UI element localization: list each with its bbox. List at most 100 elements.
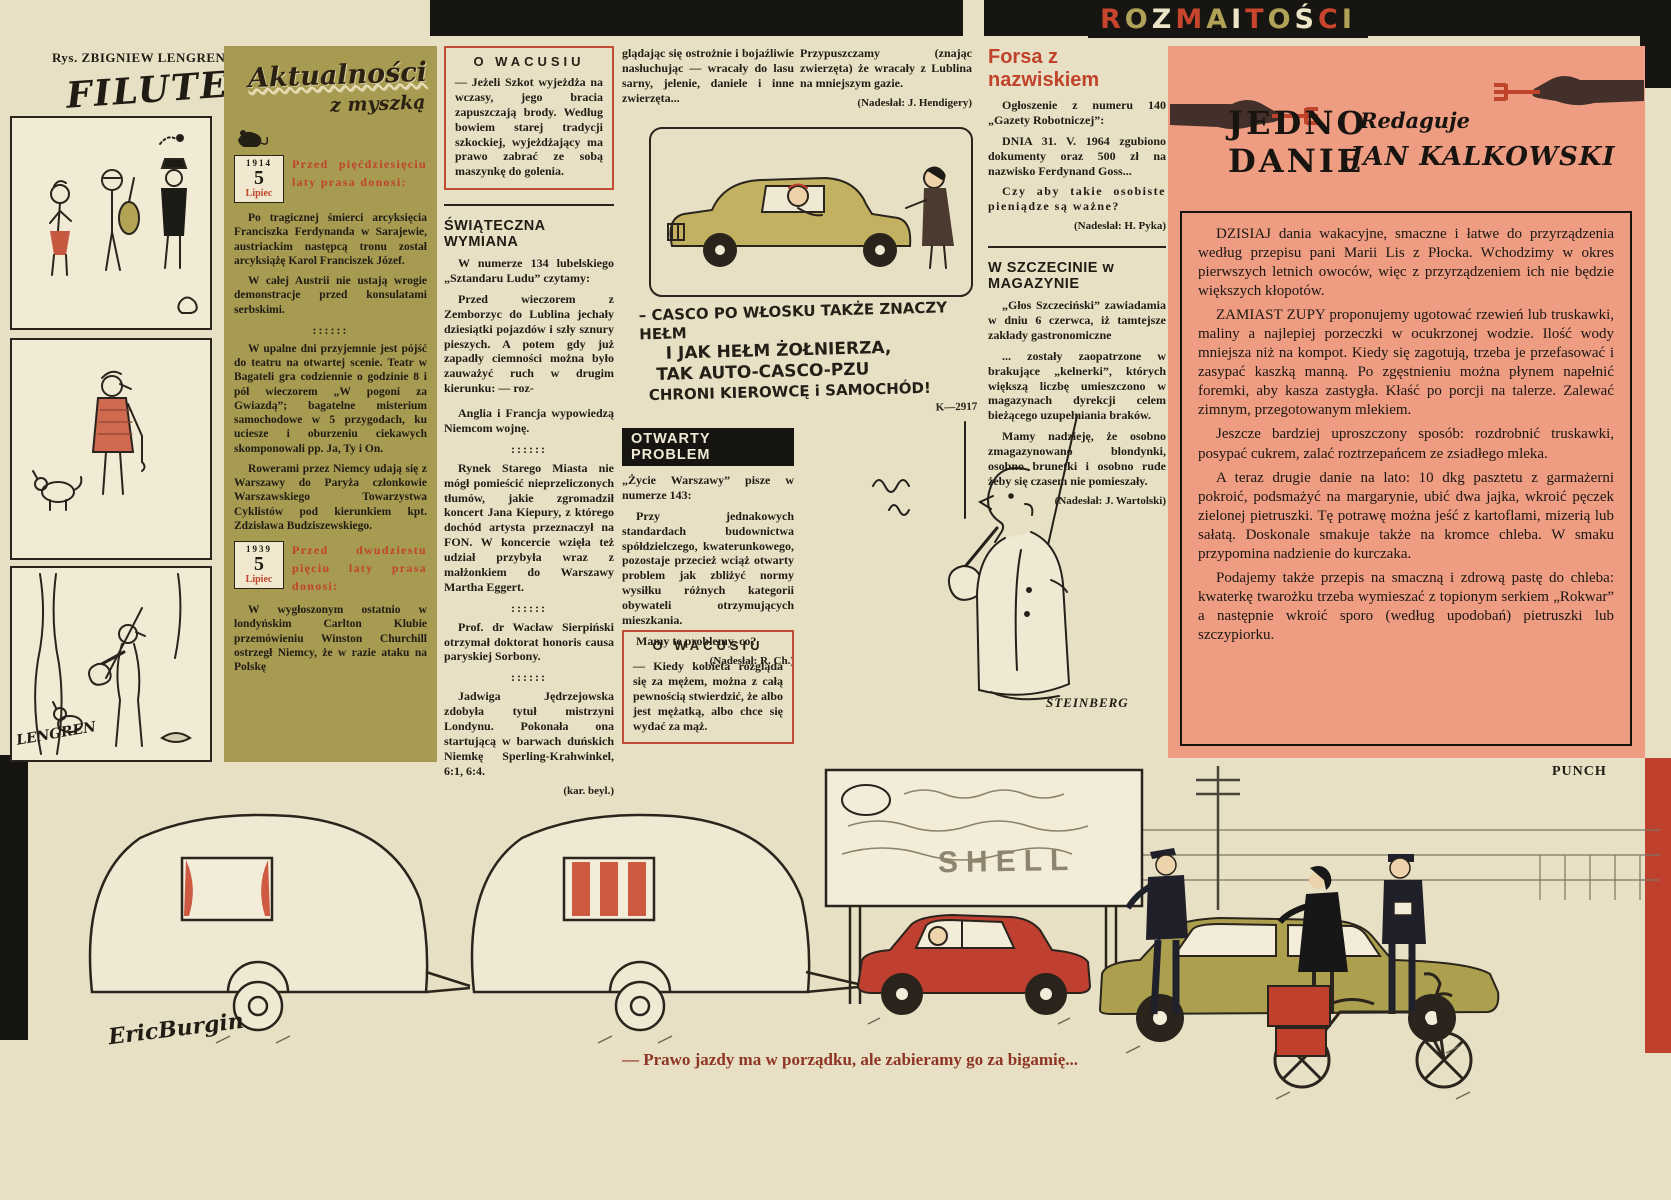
- cont-1939-paragraph: Prof. dr Wacław Sierpiński otrzymał dokt…: [444, 619, 614, 664]
- otwarty-intro: „Życie Warszawy” pisze w numerze 143:: [622, 473, 794, 502]
- column-3: O WACUSIU — Jeżeli Szkot wyjeżdża na wcz…: [444, 46, 614, 805]
- corner-block: [1640, 0, 1671, 88]
- aktualnosci-title: Aktualności: [247, 56, 428, 95]
- casco-lead-text: glądając się ostrożnie i bojaźliwie nasł…: [622, 46, 794, 105]
- aktualnosci-column: Aktualności z myszką 1914 5 Lipiec Przed…: [224, 46, 437, 762]
- jedno-danie-text-box: DZISIAJ dania wakacyjne, smaczne i łatwe…: [1180, 211, 1632, 746]
- o-wacusiu-text: — Jeżeli Szkot wyjeżdża na wczasy, jego …: [455, 75, 603, 179]
- billboard: [824, 768, 1144, 1004]
- telephone-pole: [1196, 766, 1240, 910]
- szczecin-paragraph: Mamy nadzieję, że osobno zmagazynowano b…: [988, 429, 1166, 488]
- calendar-month: Lipiec: [245, 574, 273, 585]
- aktualnosci-paragraph: Rowerami przez Niemcy udają się z Warsza…: [234, 462, 427, 532]
- punch-label: PUNCH: [1552, 764, 1607, 779]
- column-5: Przypuszczamy (znając zwierzęta) że wrac…: [800, 46, 972, 117]
- punch-cartoon: [88, 766, 1660, 1100]
- swiateczna-intro: W numerze 134 lubelskiego „Sztandaru Lud…: [444, 256, 614, 285]
- swiateczna-body: Przed wieczorem z Zemborzyc do Lublina j…: [444, 291, 614, 396]
- jedno-paragraph: A teraz drugie danie na lato: 10 dkg pas…: [1198, 469, 1614, 562]
- ground-strokes: [215, 1017, 1471, 1100]
- punch-caption: — Prawo jazdy ma w porządku, ale zabiera…: [621, 1050, 1079, 1069]
- steinberg-cartoon: [815, 400, 1165, 755]
- comic-panel-1: [10, 116, 212, 330]
- forsa-column: Forsa z nazwiskiem Ogłoszenie z numeru 1…: [988, 46, 1166, 515]
- billboard-text: SHELL: [937, 843, 1077, 880]
- jedno-danie-panel: JEDNO Redaguje DANIE JAN KALKOWSKI DZISI…: [1168, 46, 1645, 758]
- forsa-title: Forsa z nazwiskiem: [988, 46, 1100, 91]
- o-wacusiu-text: — Kiedy kobieta rozgląda się za mężem, m…: [633, 659, 783, 733]
- aktualnosci-paragraph: W wygłoszonym ostatnio w londyńskim Carl…: [234, 604, 427, 673]
- calendar-day: 5: [254, 167, 264, 189]
- forsa-paragraph: DNIA 31. V. 1964 zgubiono dokumenty oraz…: [988, 133, 1166, 178]
- comic-panel-1-drawing: [49, 134, 198, 314]
- calendar-1914-lead: Przed pięćdziesięciu laty prasa donosi:: [292, 157, 427, 189]
- otwarty-question: Mamy te problemy, co?: [636, 633, 757, 648]
- red-car: [856, 913, 1092, 1015]
- dots-separator: ::::::: [511, 441, 547, 456]
- jedno-paragraph: ZAMIAST ZUPY proponujemy ugotować rzewie…: [1198, 307, 1614, 419]
- hand-fork-icon-right: [1494, 76, 1644, 106]
- calendar-year: 1914: [246, 158, 272, 168]
- otwarty-credit: (Nadesłał: R. Ch.): [709, 654, 794, 667]
- comic-panel-2-drawing: [32, 370, 146, 511]
- policeman-1: [1125, 848, 1188, 1015]
- caravan-1: [88, 813, 471, 1032]
- casco-cartoon-drawing: [649, 127, 973, 297]
- artist-credit: Rys. ZBIGNIEW LENGREN: [52, 50, 226, 65]
- column-signature: (kar. beyl.): [563, 784, 614, 797]
- swiateczna-section: ŚWIĄTECZNA WYMIANA W numerze 134 lubelsk…: [444, 204, 614, 396]
- calendar-1939-lead: Przed dwudziestu pięciu laty prasa donos…: [292, 543, 427, 593]
- caravan-2: [470, 813, 859, 1032]
- swiateczna-title: ŚWIĄTECZNA WYMIANA: [444, 218, 546, 251]
- motorcycle: [1267, 972, 1473, 1089]
- calendar-year: 1939: [246, 544, 272, 554]
- jedno-title: JEDNO: [1228, 104, 1368, 142]
- dots-separator: ::::::: [511, 670, 547, 685]
- jedno-paragraph: DZISIAJ dania wakacyjne, smaczne i łatwe…: [1198, 226, 1614, 300]
- left-margin-block: [0, 755, 28, 1040]
- editor-name: JAN KALKOWSKI: [1350, 142, 1616, 172]
- comic-panel-2: [10, 338, 212, 560]
- otwarty-problem-title: OTWARTY PROBLEM: [622, 428, 794, 466]
- calendar-day: 5: [254, 553, 264, 575]
- comic-panel-3: [10, 566, 212, 762]
- calendar-month: Lipiec: [245, 188, 273, 199]
- aktualnosci-paragraph: W całej Austrii nie ustają wrogie demons…: [234, 275, 427, 316]
- jedno-paragraph: Podajemy także przepis na smaczną i zdro…: [1198, 569, 1614, 643]
- szczecin-paragraph: ... zostały zaopatrzone w brakujące „kel…: [988, 348, 1166, 423]
- aktualnosci-paragraph: Po tragicznej śmierci arcyksięcia Franci…: [234, 212, 427, 267]
- steinberg-drawing: [872, 415, 1078, 701]
- o-wacusiu-title: O WACUSIU: [652, 638, 764, 653]
- jedno-paragraph: Jeszcze bardziej uproszczony sposób: roz…: [1198, 426, 1614, 462]
- o-wacusiu-box-2: O WACUSIU — Kiedy kobieta rozgląda się z…: [622, 630, 794, 745]
- forsa-paragraph: Ogłoszenie z numeru 140 „Gazety Robotnic…: [988, 98, 1166, 127]
- calendar-1939-card: 1939 5 Lipiec: [234, 541, 284, 589]
- hand-fork-icon-left: [1170, 100, 1318, 130]
- cont-1939-paragraph: Rynek Starego Miasta nie mógł pomieścić …: [444, 460, 614, 594]
- redaguje-label: Redaguje: [1360, 108, 1471, 133]
- policeman-2: [1382, 854, 1426, 1014]
- szczecin-credit: (Nadesłał: J. Wartolski): [1054, 494, 1166, 507]
- danie-title: DANIE: [1228, 142, 1365, 180]
- column-4: glądając się ostrożnie i bojaźliwie nasł…: [622, 46, 794, 112]
- hendigery-credit: (Nadesłał: J. Hendigery): [857, 96, 972, 109]
- calendar-1939: 1939 5 Lipiec Przed dwudziestu pięciu la…: [234, 541, 427, 595]
- calendar-1914: 1914 5 Lipiec Przed pięćdziesięciu laty …: [234, 155, 427, 203]
- mouse-icon: [238, 130, 269, 148]
- szczecin-paragraph: „Głos Szczeciński” zawiadamia w dniu 6 c…: [988, 298, 1166, 342]
- szczecin-section: W SZCZECINIE w MAGAZYNIE „Głos Szczecińs…: [988, 246, 1166, 507]
- dots-separator: ::::::: [511, 600, 547, 615]
- aktualnosci-subtitle: z myszką: [329, 91, 426, 117]
- comic-panel-3-drawing: [34, 573, 192, 755]
- cont-1939-paragraph: Jadwiga Jędrzejowska zdobyła tytuł mistr…: [444, 689, 614, 778]
- hendigery-text: Przypuszczamy (znając zwierzęta) że wrac…: [800, 46, 972, 90]
- o-wacusiu-title: O WACUSIU: [473, 54, 585, 69]
- szczecin-title: W SZCZECINIE w MAGAZYNIE: [988, 260, 1115, 293]
- right-margin-block: [1645, 758, 1671, 1053]
- o-wacusiu-box-1: O WACUSIU — Jeżeli Szkot wyjeżdża na wcz…: [444, 46, 614, 191]
- dots-separator: ::::::: [312, 322, 349, 337]
- steinberg-signature: STEINBERG: [1046, 695, 1129, 710]
- forsa-credit: (Nadesłał: H. Pyka): [1074, 220, 1166, 233]
